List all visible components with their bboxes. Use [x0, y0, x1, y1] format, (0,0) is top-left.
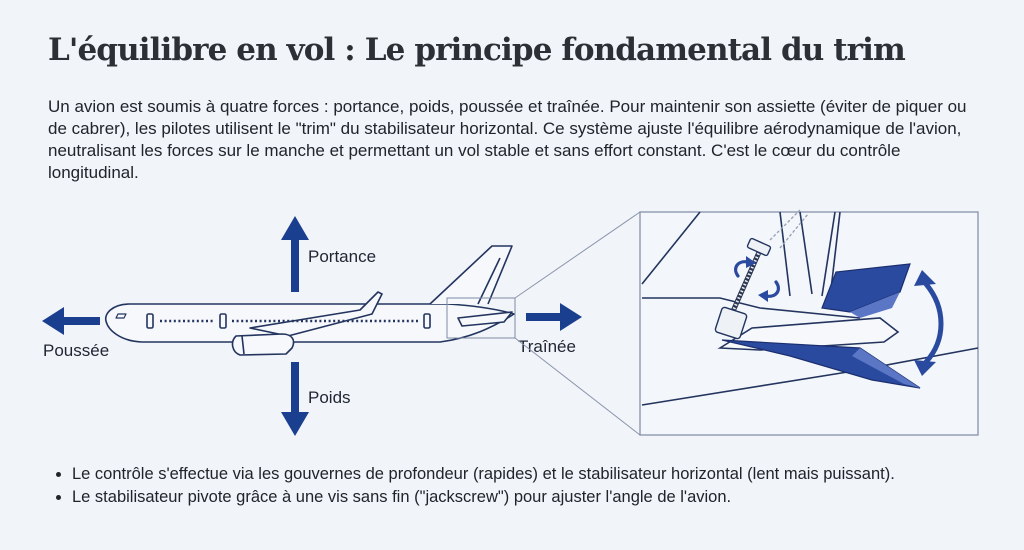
circular-arrows-icon: [734, 256, 780, 302]
forces-diagram: Portance Poids Poussée Traînée: [42, 209, 979, 436]
list-item: Le stabilisateur pivote grâce à une vis …: [72, 487, 972, 508]
weight-label: Poids: [308, 388, 351, 407]
curved-double-arrow-icon: [914, 270, 944, 376]
list-item: Le contrôle s'effectue via les gouvernes…: [72, 464, 972, 485]
lift-arrow: [281, 216, 309, 292]
stabilizer-lower-surface: [721, 339, 921, 389]
intro-paragraph: Un avion est soumis à quatre forces : po…: [48, 97, 967, 182]
thrust-arrow: [42, 307, 100, 335]
key-points-list: Le contrôle s'effectue via les gouvernes…: [48, 464, 972, 510]
zoom-connector: [514, 211, 641, 436]
lift-label: Portance: [308, 247, 376, 266]
jackscrew: [714, 209, 809, 340]
aircraft-illustration: [104, 245, 516, 356]
thrust-label: Poussée: [43, 341, 109, 360]
weight-arrow: [281, 362, 309, 436]
stabilizer-upper-surface: [821, 263, 911, 313]
stabilizer-zoom-inset: [639, 209, 979, 436]
page-title: L'équilibre en vol : Le principe fondame…: [48, 32, 906, 68]
drag-arrow: [526, 303, 582, 331]
